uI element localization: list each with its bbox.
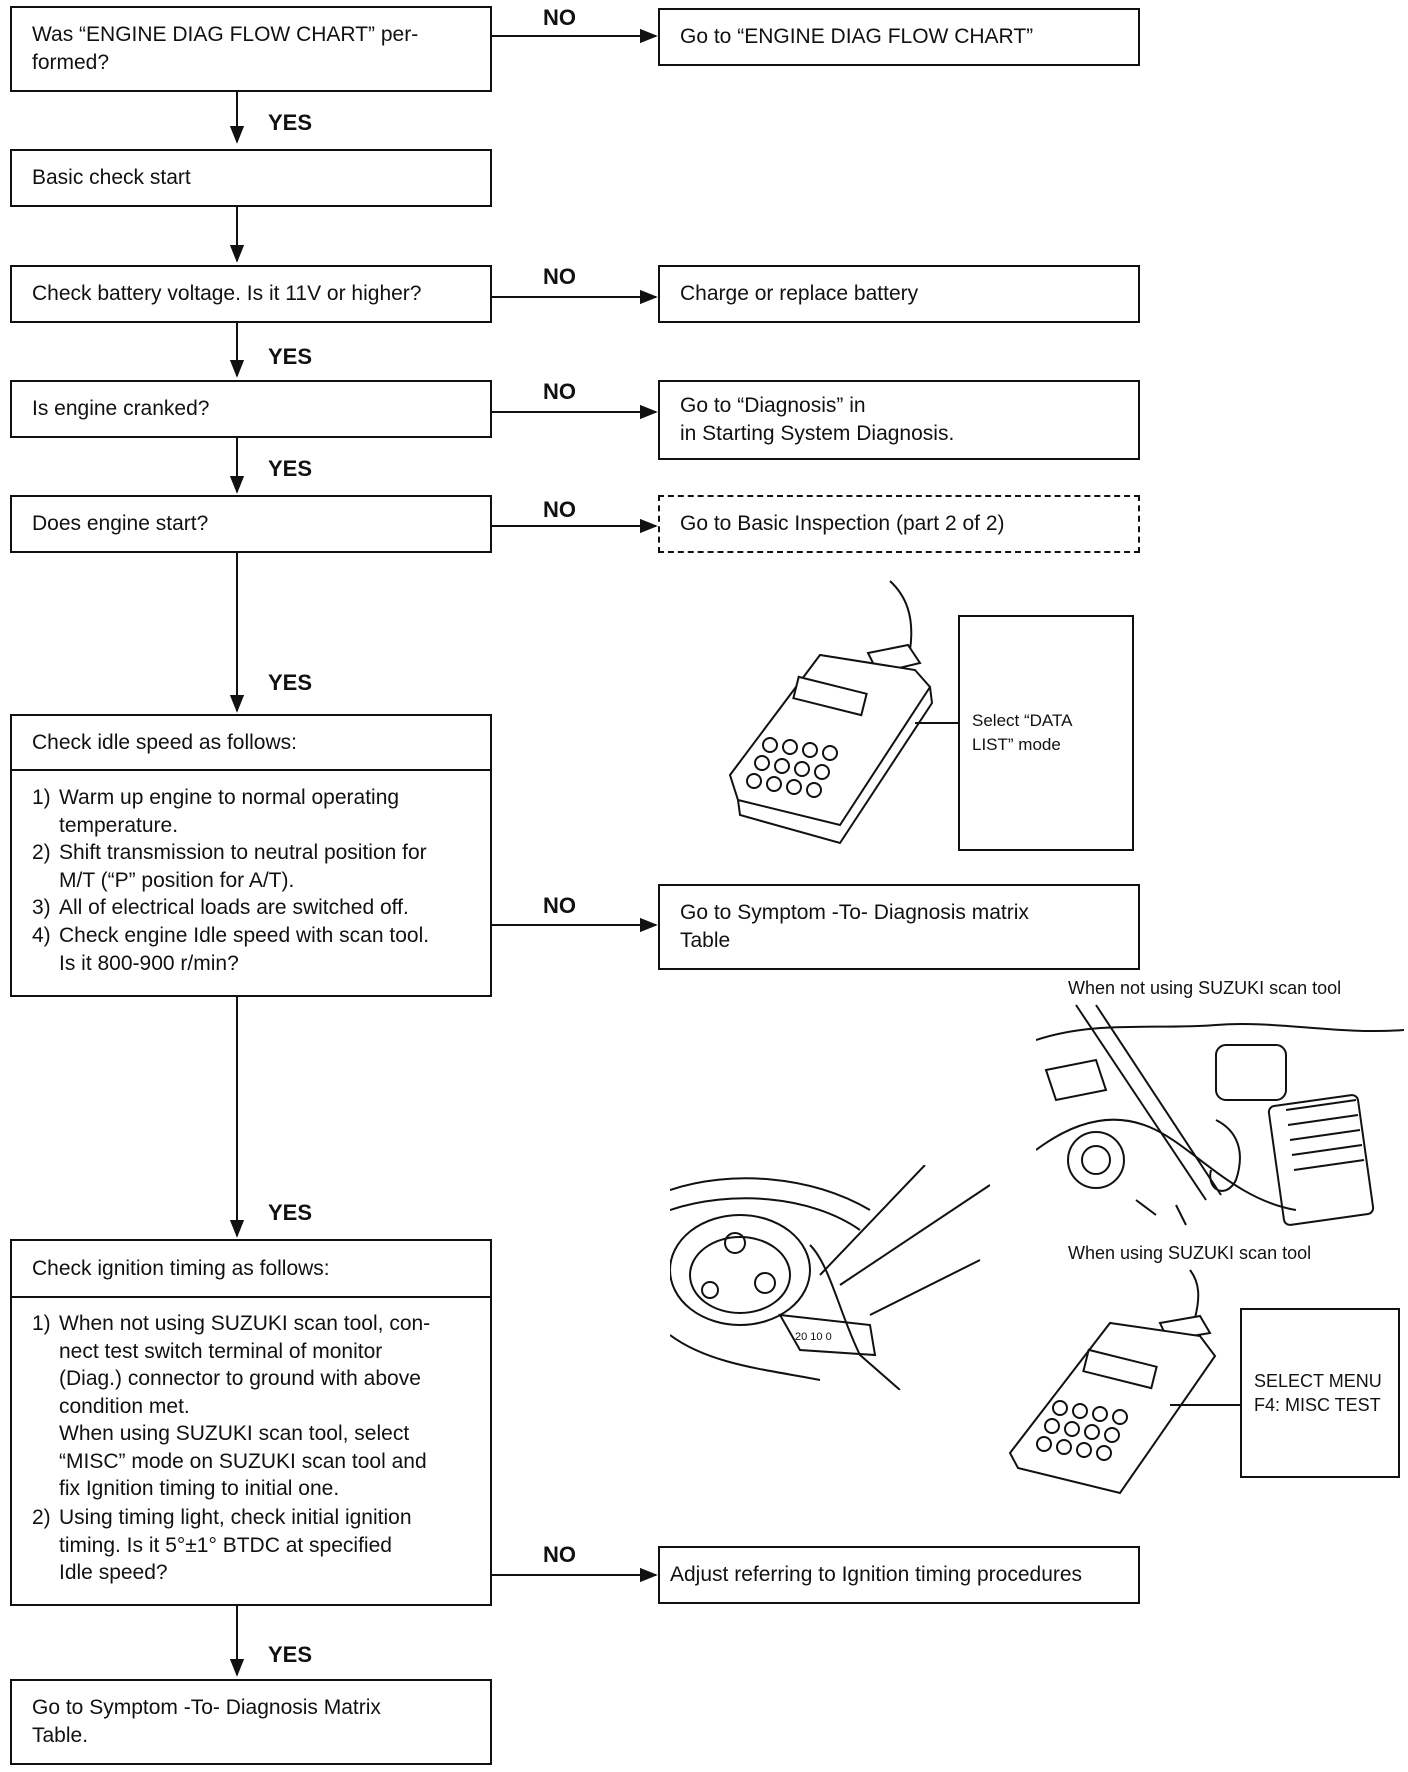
ignition-timing-title: Check ignition timing as follows: bbox=[12, 1241, 490, 1298]
idle-step-4: 4) Check engine Idle speed with scan too… bbox=[32, 922, 470, 977]
callout-text: Select “DATA LIST” mode bbox=[972, 711, 1073, 754]
idle-step-1: 1) Warm up engine to normal operating te… bbox=[32, 784, 470, 839]
timing-step-1: 1) When not using SUZUKI scan tool, con-… bbox=[32, 1310, 470, 1503]
action-text: Go to Symptom -To- Diagnosis matrix Tabl… bbox=[680, 901, 1029, 952]
timing-marks-text: 20 10 0 bbox=[795, 1331, 832, 1343]
caption-using-scan-tool: When using SUZUKI scan tool bbox=[1068, 1243, 1312, 1263]
step-text: Using timing light, check initial igniti… bbox=[59, 1506, 412, 1584]
action-text: Go to Basic Inspection (part 2 of 2) bbox=[680, 512, 1005, 535]
step-number: 2) bbox=[32, 841, 51, 864]
action-text: Charge or replace battery bbox=[680, 282, 919, 305]
step-text: Warm up engine to normal operating tempe… bbox=[59, 786, 400, 837]
step-number: 1) bbox=[32, 1312, 51, 1335]
yes-label: YES bbox=[268, 1200, 313, 1225]
idle-step-3: 3) All of electrical loads are switched … bbox=[32, 894, 470, 922]
no-label: NO bbox=[543, 5, 576, 30]
yes-label: YES bbox=[268, 110, 313, 135]
timing-step-2: 2) Using timing light, check initial ign… bbox=[32, 1504, 470, 1587]
caption-not-using-scan-tool: When not using SUZUKI scan tool bbox=[1068, 978, 1342, 998]
callout-data-list: Select “DATA LIST” mode bbox=[958, 615, 1134, 851]
yes-label: YES bbox=[268, 1642, 313, 1667]
callout-misc-test: SELECT MENU F4: MISC TEST bbox=[1240, 1308, 1400, 1478]
no-label: NO bbox=[543, 379, 576, 404]
idle-step-2: 2) Shift transmission to neutral positio… bbox=[32, 839, 470, 894]
decision-text: Was “ENGINE DIAG FLOW CHART” per- formed… bbox=[32, 23, 419, 74]
process-text: Basic check start bbox=[32, 166, 191, 189]
decision-engine-cranked: Is engine cranked? bbox=[10, 380, 492, 438]
scan-tool-data-list-illustration bbox=[728, 580, 958, 845]
callout-leader-line bbox=[1170, 1404, 1240, 1406]
callout-text: SELECT MENU F4: MISC TEST bbox=[1254, 1371, 1382, 1415]
timing-marks-illustration: 20 10 0 bbox=[670, 1165, 990, 1390]
idle-speed-check-box: Check idle speed as follows: 1) Warm up … bbox=[10, 714, 492, 997]
step-number: 1) bbox=[32, 786, 51, 809]
action-text: Go to “ENGINE DIAG FLOW CHART” bbox=[680, 25, 1034, 48]
action-charge-battery: Charge or replace battery bbox=[658, 265, 1140, 323]
step-number: 3) bbox=[32, 896, 51, 919]
final-symptom-matrix-box: Go to Symptom -To- Diagnosis Matrix Tabl… bbox=[10, 1679, 492, 1765]
step-text: Shift transmission to neutral position f… bbox=[59, 841, 427, 892]
yes-label: YES bbox=[268, 670, 313, 695]
no-label: NO bbox=[543, 893, 576, 918]
engine-bay-illustration bbox=[1036, 1004, 1404, 1226]
step-number: 4) bbox=[32, 924, 51, 947]
decision-text: Does engine start? bbox=[32, 512, 209, 535]
yes-label: YES bbox=[268, 456, 313, 481]
no-label: NO bbox=[543, 1542, 576, 1567]
decision-text: Is engine cranked? bbox=[32, 397, 210, 420]
no-label: NO bbox=[543, 497, 576, 522]
yes-label: YES bbox=[268, 344, 313, 369]
scan-tool-misc-illustration bbox=[1008, 1269, 1217, 1495]
final-text: Go to Symptom -To- Diagnosis Matrix Tabl… bbox=[32, 1696, 381, 1747]
action-basic-inspection-part2: Go to Basic Inspection (part 2 of 2) bbox=[658, 495, 1140, 553]
step-number: 2) bbox=[32, 1506, 51, 1529]
decision-battery-voltage: Check battery voltage. Is it 11V or high… bbox=[10, 265, 492, 323]
action-text: Adjust referring to Ignition timing proc… bbox=[670, 1563, 1083, 1586]
action-starting-system-diagnosis: Go to “Diagnosis” in in Starting System … bbox=[658, 380, 1140, 460]
decision-engine-start: Does engine start? bbox=[10, 495, 492, 553]
action-adjust-ignition-timing: Adjust referring to Ignition timing proc… bbox=[658, 1546, 1140, 1604]
process-basic-check-start: Basic check start bbox=[10, 149, 492, 207]
step-text: When not using SUZUKI scan tool, con- ne… bbox=[59, 1312, 431, 1500]
action-go-to-diag-flow-chart: Go to “ENGINE DIAG FLOW CHART” bbox=[658, 8, 1140, 66]
ignition-timing-check-box: Check ignition timing as follows: 1) Whe… bbox=[10, 1239, 492, 1606]
decision-text: Check battery voltage. Is it 11V or high… bbox=[32, 282, 422, 305]
idle-speed-title: Check idle speed as follows: bbox=[12, 716, 490, 771]
action-text: Go to “Diagnosis” in in Starting System … bbox=[680, 394, 955, 445]
step-text: Check engine Idle speed with scan tool. … bbox=[59, 924, 430, 975]
no-label: NO bbox=[543, 264, 576, 289]
action-symptom-matrix: Go to Symptom -To- Diagnosis matrix Tabl… bbox=[658, 884, 1140, 970]
step-text: All of electrical loads are switched off… bbox=[59, 896, 409, 919]
decision-diag-flow-chart: Was “ENGINE DIAG FLOW CHART” per- formed… bbox=[10, 6, 492, 92]
